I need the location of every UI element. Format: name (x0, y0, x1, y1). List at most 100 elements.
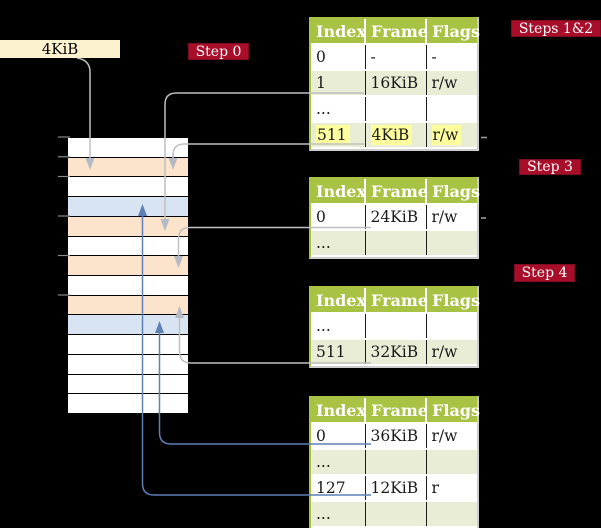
column-header-index: Index (311, 288, 366, 314)
cell-value: 0 (316, 427, 326, 445)
cell-index: 511 (311, 122, 366, 149)
column-header-flags: Flags (426, 179, 480, 205)
cell-value-highlighted: 511 (316, 125, 350, 145)
memory-frame-row-orange (68, 295, 188, 316)
cell-frame: 36KiB (365, 423, 427, 450)
cell-index: ... (311, 449, 366, 476)
cell-value: ... (316, 317, 331, 335)
page-table-steps-1-2-grid: Index Frame Flags 0 - - 1 16KiB r/w ... (311, 19, 480, 149)
cell-index: ... (311, 230, 366, 257)
cell-value: 24KiB (370, 208, 419, 226)
memory-frame-row-blue (68, 197, 188, 217)
column-header-frame: Frame (365, 179, 428, 205)
cell-index: ... (311, 313, 366, 340)
memory-frame-row-white (68, 177, 188, 198)
memory-frame-row-white (68, 354, 188, 375)
badge-step-3-label: Step 3 (527, 159, 573, 175)
cell-flags: r (426, 475, 477, 502)
table-row: 127 12KiB r (311, 475, 477, 502)
cell-flags (426, 230, 477, 257)
cell-frame: - (365, 44, 427, 71)
badge-step-0: Step 0 (188, 43, 249, 60)
memory-frame-row-blue (68, 315, 188, 336)
table-row: ... (311, 230, 477, 257)
cell-value: ... (316, 453, 331, 471)
table-row: ... (311, 449, 477, 476)
cell-flags: r/w (426, 204, 477, 231)
memory-frame-row-orange (68, 157, 188, 178)
cell-value: 0 (316, 208, 326, 226)
cell-value: ... (316, 234, 331, 252)
table-row: 0 - - (311, 44, 477, 71)
table-row: 0 24KiB r/w (311, 204, 477, 231)
memory-frame-row-orange (68, 216, 188, 237)
table-header-row: Index Frame Flags (311, 288, 480, 314)
cell-value: ... (316, 100, 331, 118)
badge-step-4-label: Step 4 (521, 265, 568, 281)
cell-frame: 4KiB (365, 122, 427, 149)
memory-frame-row-white (68, 138, 188, 158)
table-row: ... (311, 501, 477, 528)
cell-value: - (431, 48, 437, 66)
table-header-row: Index Frame Flags (311, 398, 480, 424)
page-table-level-1: Index Frame Flags 0 36KiB r/w ... 127 (309, 396, 480, 528)
cell-index: 0 (311, 423, 366, 450)
cell-value: 1 (316, 74, 326, 92)
cell-value-highlighted: r/w (431, 125, 462, 145)
cell-index: 511 (311, 339, 366, 366)
memory-frame-row-white (68, 335, 188, 355)
page-table-step-3: Index Frame Flags 0 24KiB r/w ... (309, 177, 480, 259)
cell-frame (365, 96, 427, 123)
cell-index: 1 (311, 70, 366, 97)
cell-flags: r/w (426, 339, 477, 366)
cell-index: 127 (311, 475, 366, 502)
cell-value: r/w (431, 74, 458, 92)
cell-value: r (431, 479, 439, 497)
cell-value-highlighted: 4KiB (370, 125, 413, 145)
cell-frame: 16KiB (365, 70, 427, 97)
table-header-row: Index Frame Flags (311, 19, 480, 45)
cell-flags (426, 449, 477, 476)
badge-steps-1-and-2-label: Steps 1&2 (518, 20, 594, 37)
column-header-frame: Frame (365, 398, 428, 424)
memory-frame-row-orange (68, 256, 188, 277)
cell-index: ... (311, 501, 366, 528)
page-table-step-4: Index Frame Flags ... 511 32KiB r/w (309, 286, 480, 368)
table-row: ... (311, 313, 477, 340)
table-row: 1 16KiB r/w (311, 70, 477, 97)
cell-value: r/w (431, 208, 458, 226)
cell-value: - (370, 48, 376, 66)
cell-frame (365, 501, 427, 528)
cell-flags (426, 96, 477, 123)
cell-value: 32KiB (370, 343, 419, 361)
cell-value: 0 (316, 48, 326, 66)
page-table-level-1-grid: Index Frame Flags 0 36KiB r/w ... 127 (311, 398, 480, 528)
page-table-steps-1-2: Index Frame Flags 0 - - 1 16KiB r/w ... (309, 17, 480, 151)
cell-value: ... (316, 505, 331, 523)
cell-frame (365, 449, 427, 476)
cell-index: 0 (311, 44, 366, 71)
cell-value: 511 (316, 343, 346, 361)
column-header-index: Index (311, 179, 366, 205)
table-header-row: Index Frame Flags (311, 179, 480, 205)
page-table-step-3-grid: Index Frame Flags 0 24KiB r/w ... (311, 179, 480, 257)
frame-size-label-text: 4KiB (41, 40, 79, 58)
column-header-flags: Flags (426, 398, 480, 424)
badge-step-3: Step 3 (519, 159, 581, 175)
column-header-frame: Frame (365, 288, 428, 314)
cell-index: 0 (311, 204, 366, 231)
table-row-highlighted: 511 4KiB r/w (311, 122, 477, 149)
table-row: 511 32KiB r/w (311, 339, 477, 366)
table-row: 0 36KiB r/w (311, 423, 477, 450)
cell-flags: r/w (426, 122, 477, 149)
badge-step-4: Step 4 (514, 264, 575, 282)
cell-frame: 12KiB (365, 475, 427, 502)
cell-flags (426, 313, 477, 340)
cell-index: ... (311, 96, 366, 123)
table-side-dashes (481, 136, 487, 219)
column-header-flags: Flags (426, 19, 480, 45)
column-header-index: Index (311, 398, 366, 424)
table-row: ... (311, 96, 477, 123)
memory-frame-row-white (68, 276, 188, 296)
